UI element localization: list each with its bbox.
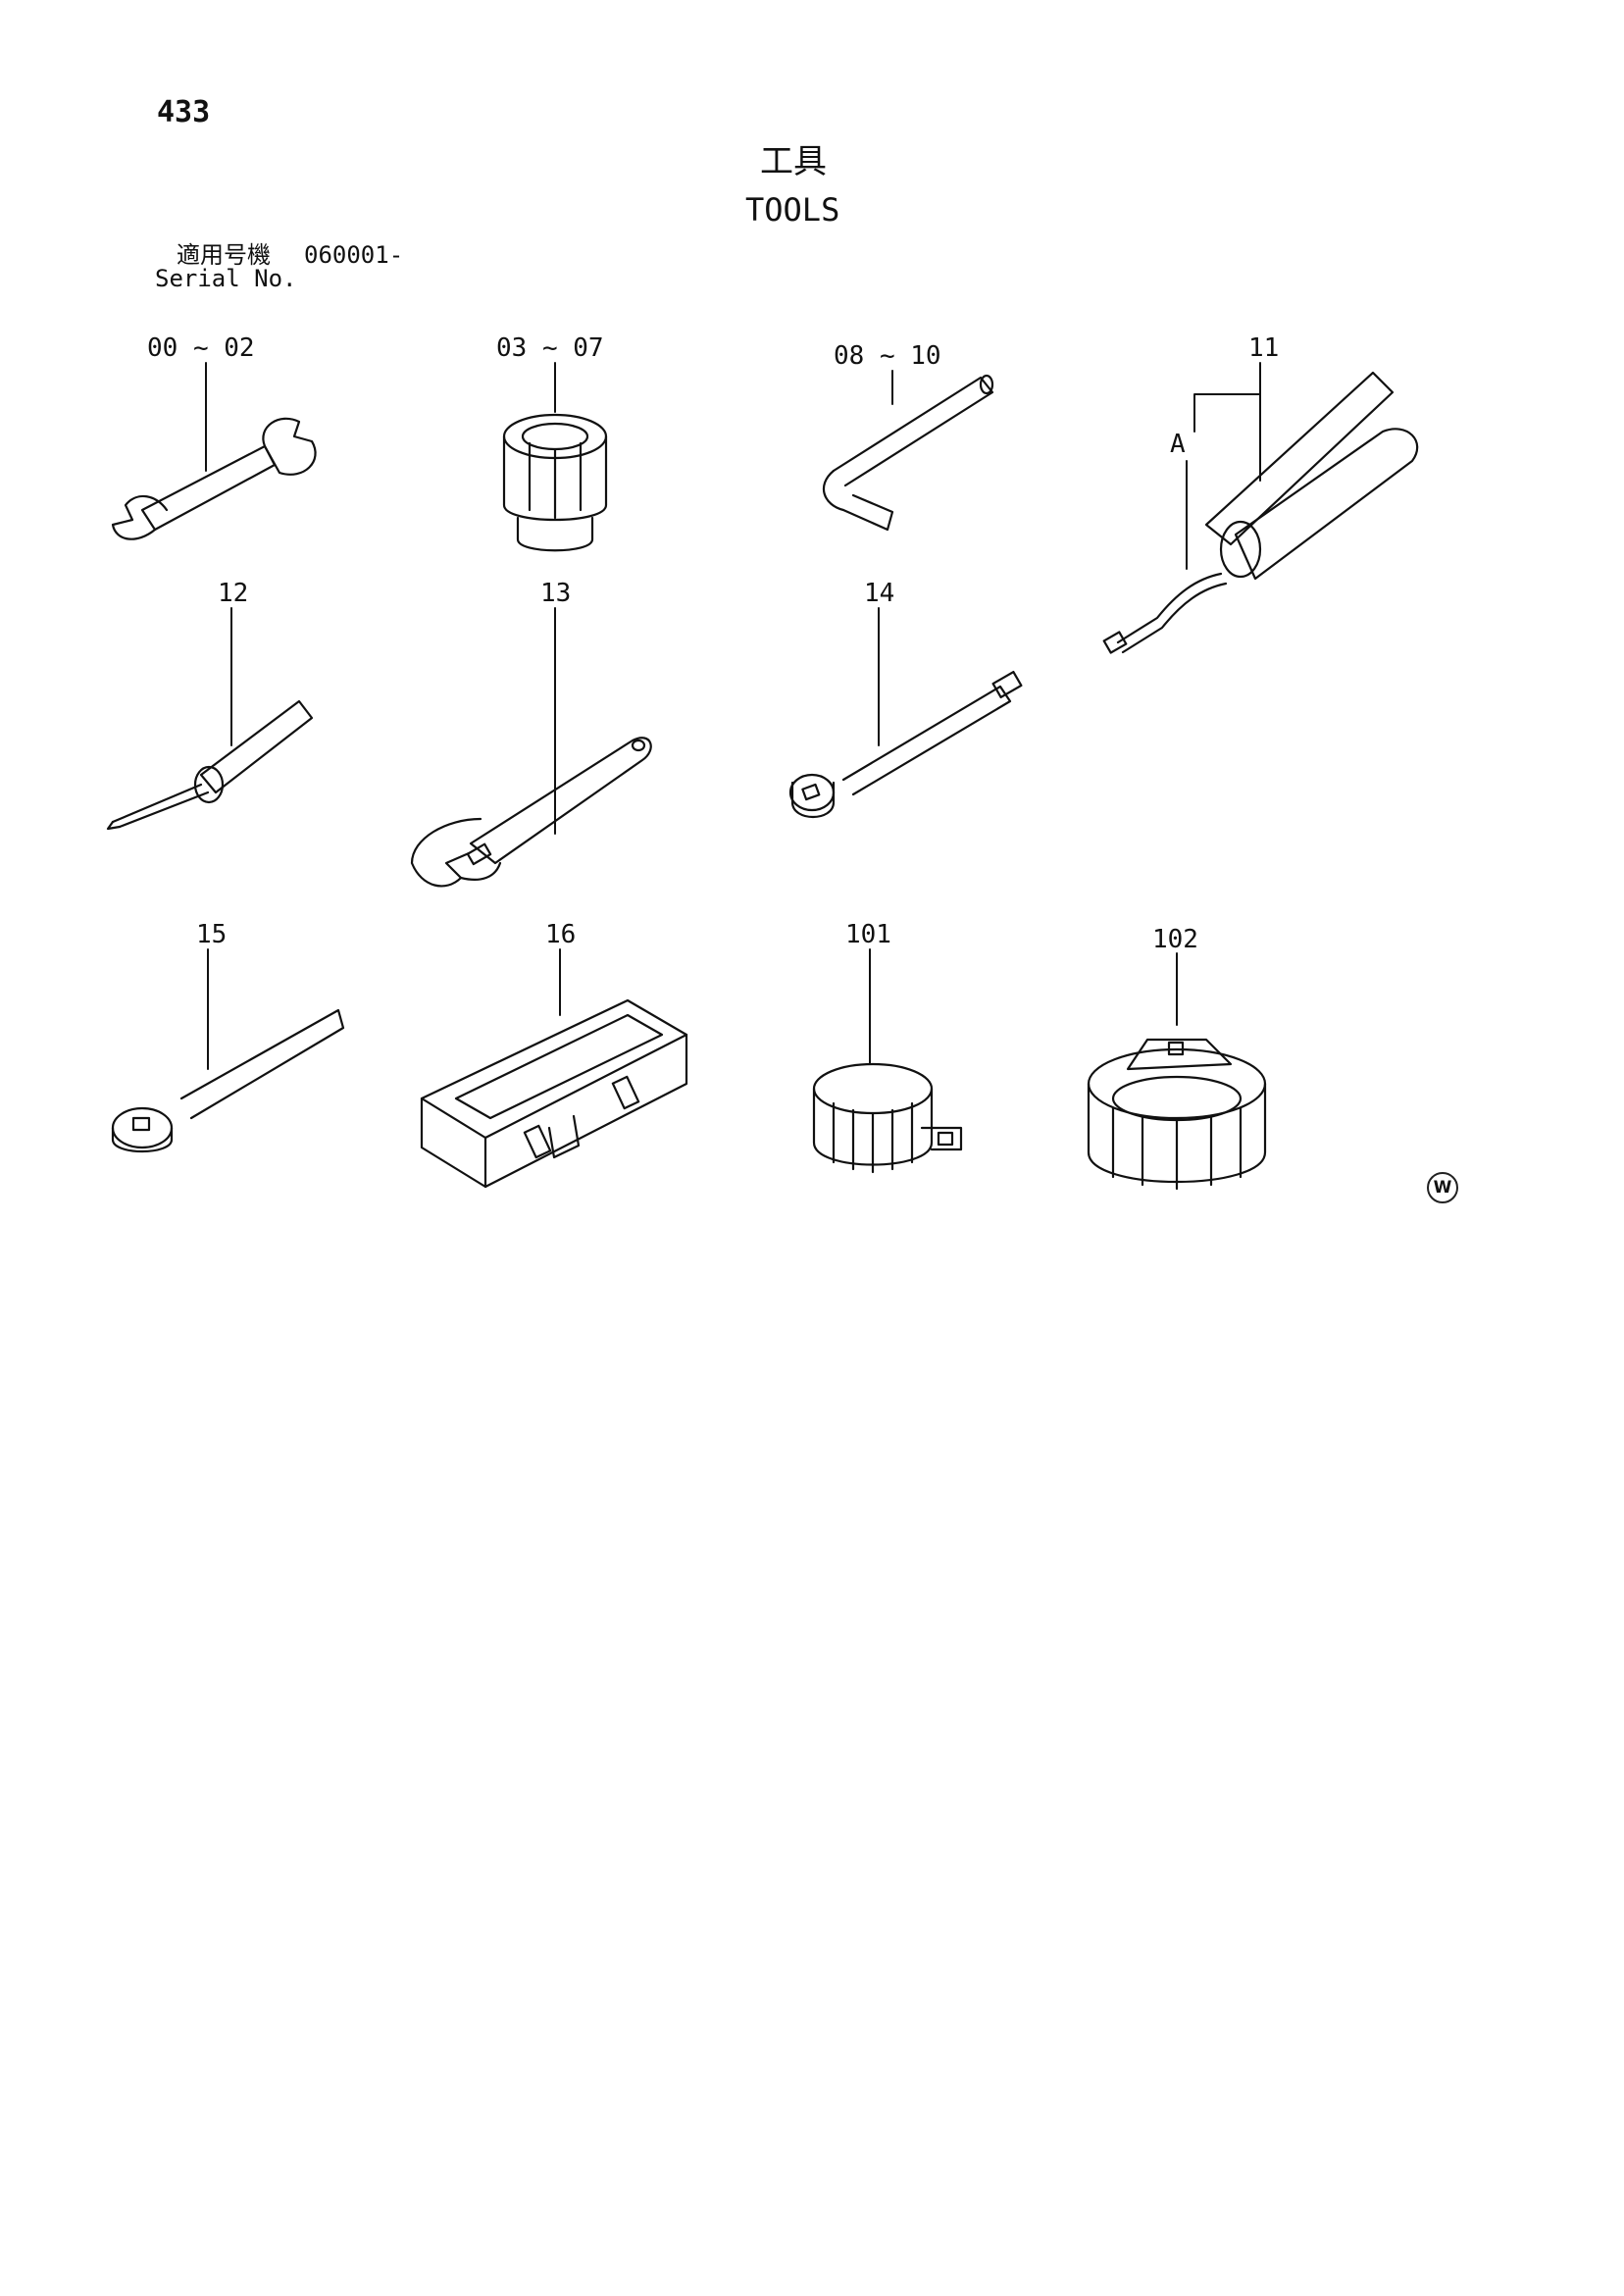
- callout-15: 15: [196, 920, 228, 949]
- callout-12: 12: [218, 579, 249, 608]
- watermark-logo: W: [1427, 1172, 1458, 1203]
- page-title-japanese: 工具: [760, 142, 827, 181]
- callout-08-10: 08 ~ 10: [834, 341, 941, 371]
- callout-11: 11: [1248, 333, 1280, 363]
- leader-lines: [205, 362, 1261, 1070]
- socket-icon: [502, 413, 608, 552]
- tool-box-icon: [420, 998, 688, 1189]
- filter-cap-wrench-icon: [1087, 1038, 1267, 1191]
- serial-value: 060001-: [304, 241, 404, 269]
- socket-extension-icon: [788, 670, 1023, 819]
- page-number: 433: [157, 95, 211, 129]
- callout-a: A: [1170, 430, 1186, 459]
- callout-16: 16: [545, 920, 577, 949]
- callout-13: 13: [540, 579, 572, 608]
- callout-14: 14: [864, 579, 895, 608]
- screwdriver-icon: [106, 699, 314, 831]
- callout-102: 102: [1152, 925, 1198, 954]
- ratchet-handle-icon: [111, 1008, 345, 1153]
- callout-00-02: 00 ~ 02: [147, 333, 255, 363]
- serial-label-japanese: 適用号機: [177, 241, 271, 269]
- page-title-english: TOOLS: [745, 191, 840, 229]
- adjustable-wrench-icon: [410, 737, 652, 888]
- serial-label-english: Serial No.: [155, 265, 297, 292]
- callout-101: 101: [845, 920, 891, 949]
- callout-03-07: 03 ~ 07: [496, 333, 604, 363]
- filter-band-wrench-icon: [812, 1062, 963, 1174]
- grease-gun-icon: [1102, 371, 1419, 654]
- hex-key-icon: [823, 374, 994, 532]
- double-ended-wrench-icon: [111, 417, 317, 540]
